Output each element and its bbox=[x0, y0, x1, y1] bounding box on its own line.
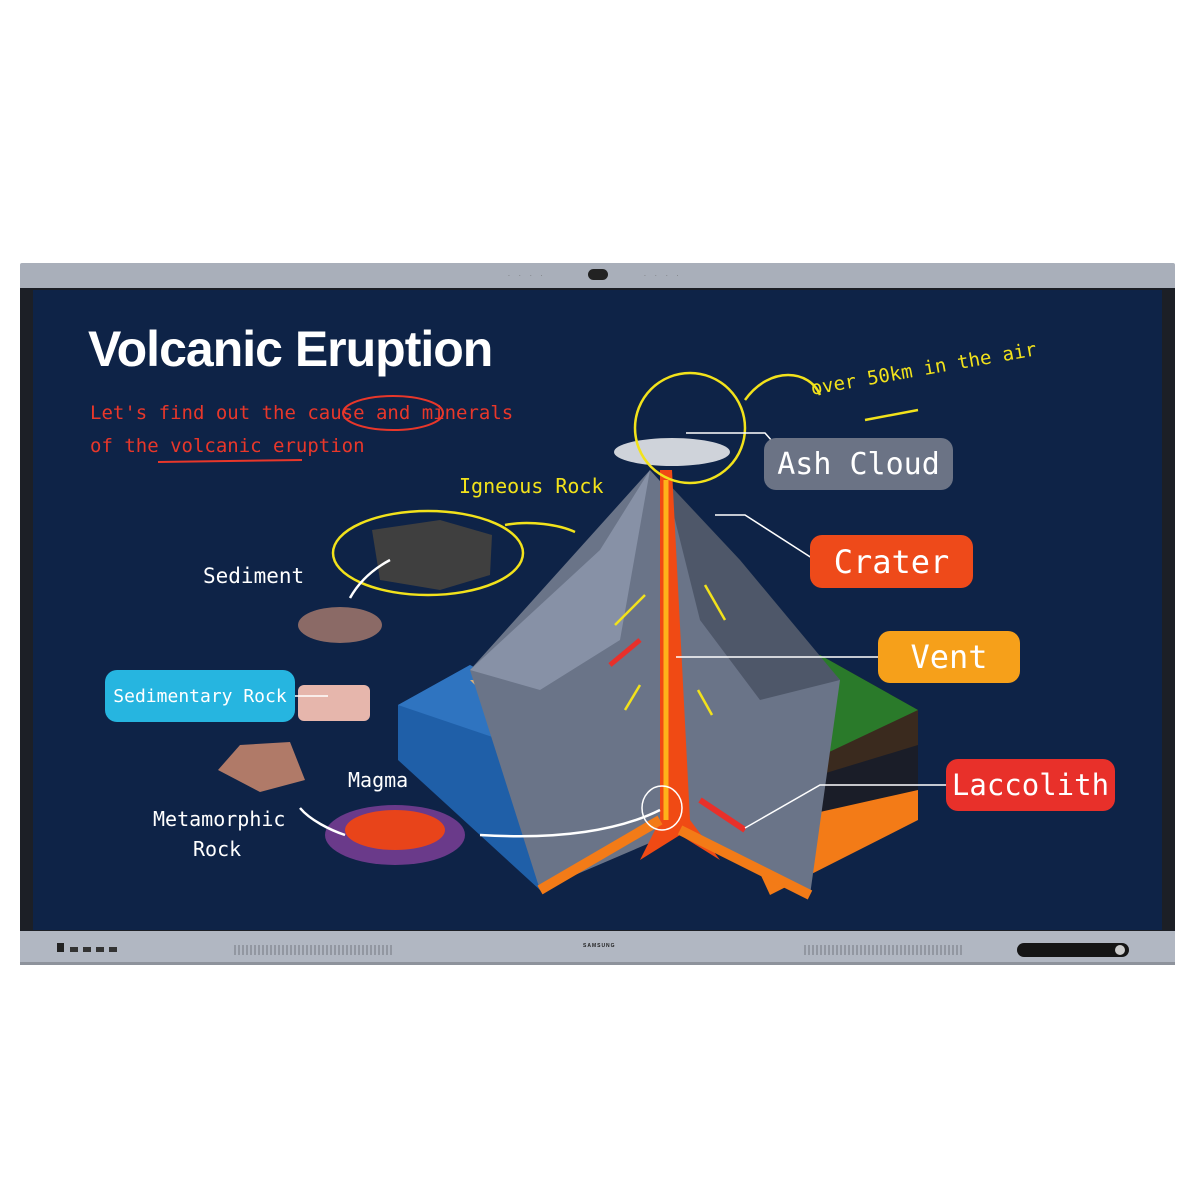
igneous-rock bbox=[372, 520, 492, 590]
label-igneous-rock: Igneous Rock bbox=[459, 474, 604, 498]
label-laccolith: Laccolith bbox=[946, 759, 1115, 811]
leader-lines bbox=[288, 432, 948, 838]
power-button-icon[interactable] bbox=[1115, 945, 1125, 955]
sedimentary-rock bbox=[298, 685, 370, 721]
control-panel[interactable] bbox=[1017, 943, 1129, 957]
brand-logo: SAMSUNG bbox=[583, 943, 616, 949]
ash-cloud-shape bbox=[614, 438, 730, 466]
slide-title: Volcanic Eruption bbox=[88, 321, 493, 377]
label-metamorphic-rock-line2: Rock bbox=[193, 837, 242, 861]
metamorphic-rock bbox=[218, 742, 305, 792]
volcano-diagram bbox=[157, 371, 948, 900]
label-metamorphic-rock-line1: Metamorphic bbox=[153, 807, 286, 831]
speaker-grille-left bbox=[234, 945, 392, 955]
io-ports bbox=[70, 947, 120, 952]
volcano-cone bbox=[470, 470, 840, 895]
sediment-pebbles bbox=[298, 607, 382, 643]
label-crater: Crater bbox=[810, 535, 973, 588]
speaker-grille-right bbox=[804, 945, 962, 955]
label-sedimentary-rock: Sedimentary Rock bbox=[105, 670, 295, 722]
display-screen: Volcanic Eruption Let's find out the cau… bbox=[33, 290, 1162, 930]
label-magma: Magma bbox=[348, 768, 409, 792]
label-sediment: Sediment bbox=[203, 564, 305, 588]
subtitle-line-1: Let's find out the cause and minerals bbox=[90, 402, 514, 424]
camera-icon bbox=[588, 269, 608, 280]
subtitle-line-2: of the volcanic eruption bbox=[90, 435, 365, 457]
display-bottom-bezel bbox=[20, 931, 1175, 965]
sensor-dots: ···· bbox=[644, 273, 688, 280]
power-port-icon bbox=[57, 943, 64, 952]
label-vent: Vent bbox=[878, 631, 1020, 683]
label-ash-cloud: Ash Cloud bbox=[764, 438, 953, 490]
yellow-annotations bbox=[331, 371, 919, 716]
main-vent bbox=[640, 470, 720, 860]
sensor-dots: ···· bbox=[508, 273, 552, 280]
